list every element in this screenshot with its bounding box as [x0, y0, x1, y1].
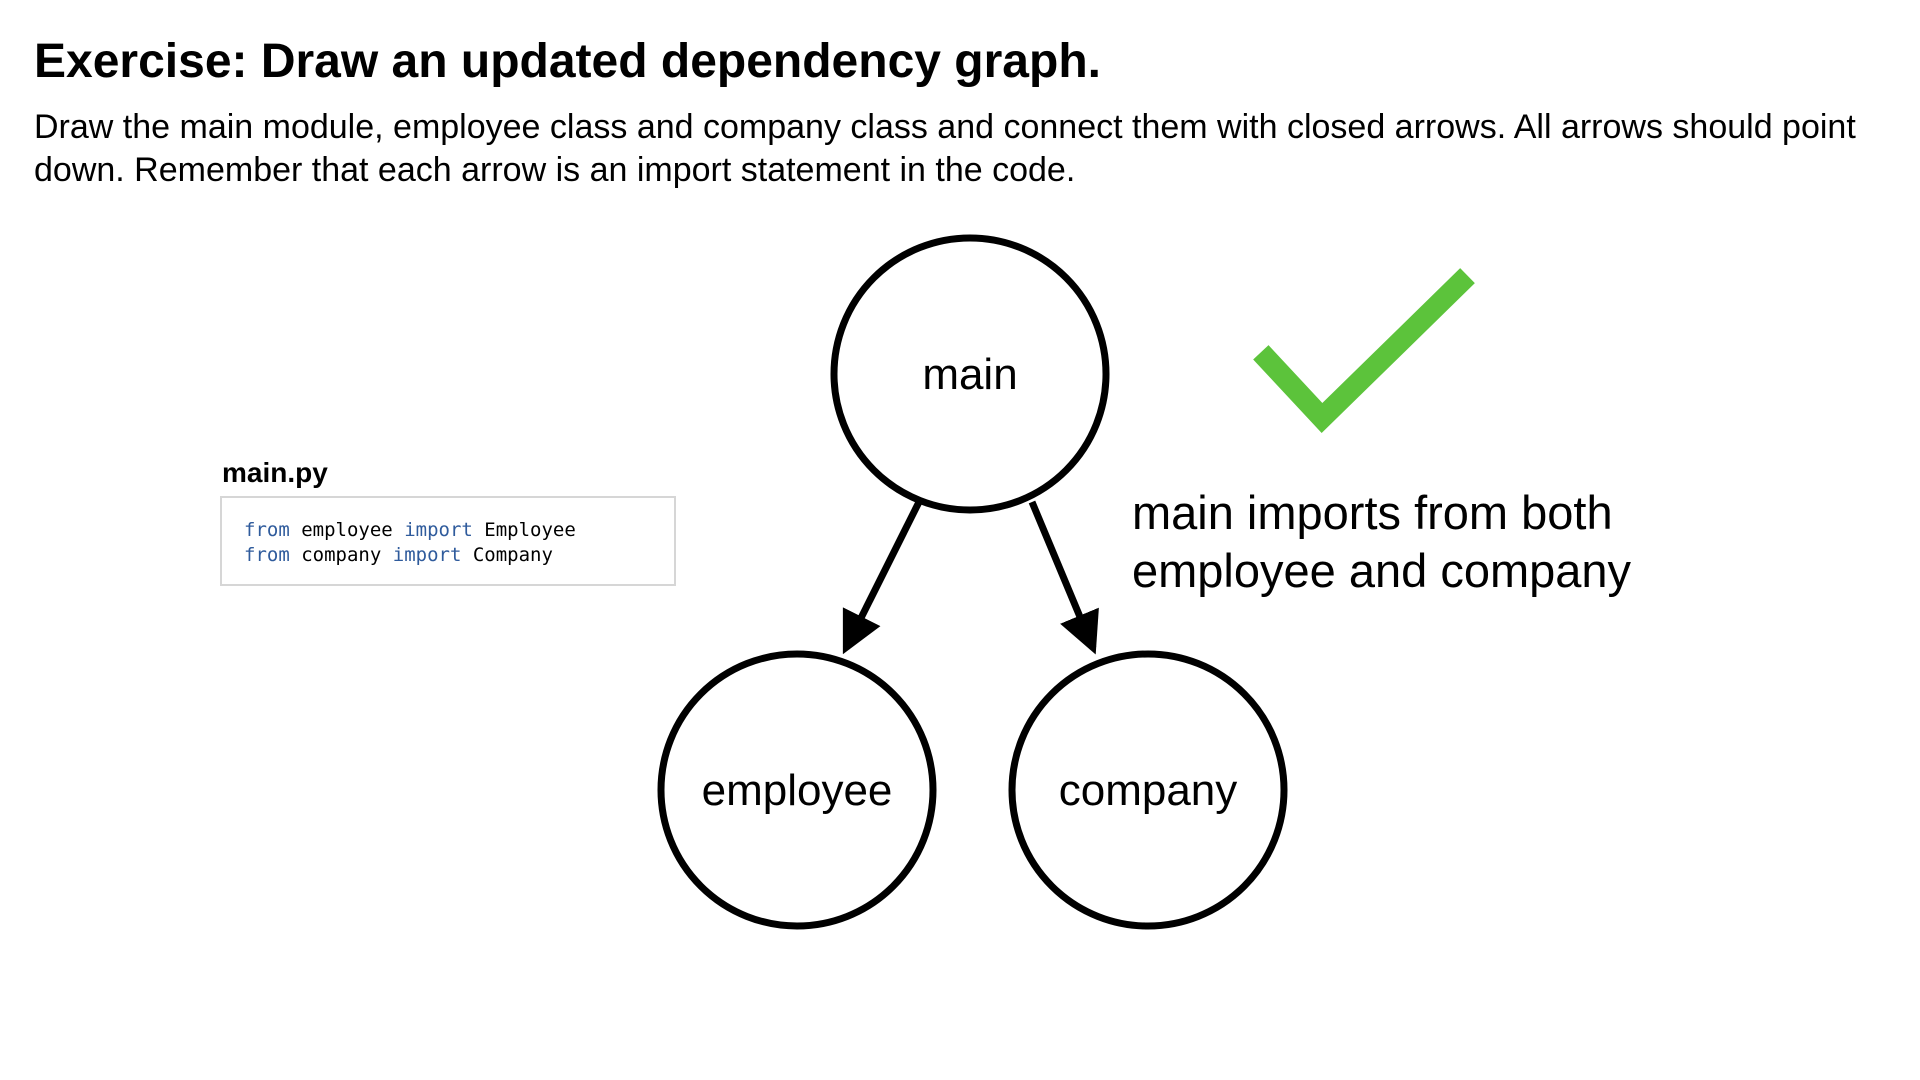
code-line: from employee import Employee [244, 518, 674, 543]
node-label-employee: employee [702, 766, 893, 815]
edge-main-employee [842, 500, 923, 655]
code-import-name: Company [472, 544, 553, 566]
code-import-name: Employee [484, 519, 576, 541]
slide-instructions: Draw the main module, employee class and… [34, 108, 1856, 189]
annotation-line: employee and company [1132, 544, 1632, 597]
code-line: from company import Company [244, 543, 674, 568]
code-filename: main.py [222, 457, 328, 488]
code-snippet: from employee import Employee from compa… [220, 496, 676, 586]
code-keyword: import [404, 519, 473, 541]
annotation: main imports from both employee and comp… [1132, 484, 1631, 600]
edge-main-company [1028, 500, 1099, 655]
code-keyword: from [244, 544, 290, 566]
node-label-company: company [1059, 766, 1238, 815]
node-label-main: main [922, 350, 1017, 399]
node-main: main [830, 234, 1110, 514]
annotation-line: main imports from both [1132, 486, 1613, 539]
slide-title: Exercise: Draw an updated dependency gra… [34, 35, 1101, 88]
node-employee: employee [657, 650, 937, 930]
code-module: employee [301, 519, 393, 541]
code-module: company [301, 544, 382, 566]
checkmark-icon [1253, 268, 1475, 434]
code-keyword: import [392, 544, 462, 566]
code-keyword: from [244, 519, 290, 541]
node-company: company [1008, 650, 1288, 930]
